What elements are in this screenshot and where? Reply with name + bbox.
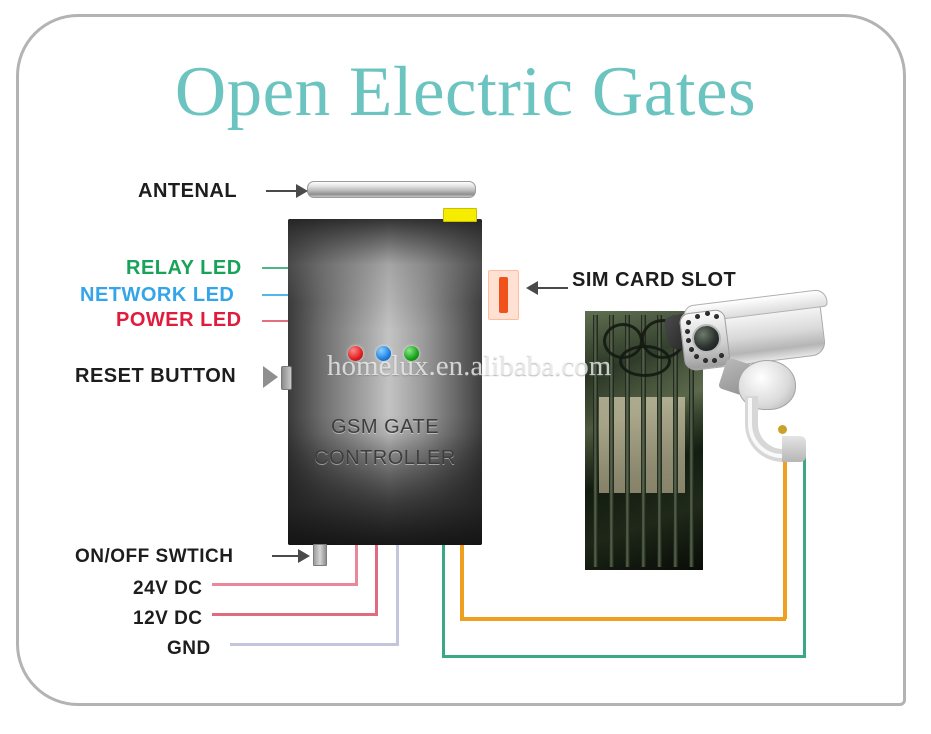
camera-ir-led <box>695 314 700 319</box>
switch-arrow-line <box>272 555 300 557</box>
sim-card-slot[interactable] <box>488 270 519 320</box>
label-on-off-switch: ON/OFF SWTICH <box>75 546 234 567</box>
camera-mount-screw <box>778 425 787 434</box>
page-title: Open Electric Gates <box>174 53 757 131</box>
label-network-led: NETWORK LED <box>80 284 235 306</box>
camera-ir-led <box>719 353 724 358</box>
wire-camera-green-left <box>442 545 445 657</box>
camera-ir-led <box>686 320 691 325</box>
gsm-gate-controller-box: GSM GATE CONTROLLER <box>288 219 482 545</box>
wire-24v-dc-horizontal <box>212 583 358 586</box>
label-sim-card-slot: SIM CARD SLOT <box>572 269 737 291</box>
device-name-line1: GSM GATE <box>330 416 440 438</box>
gate-bar <box>641 315 646 567</box>
on-off-switch-nub[interactable] <box>313 544 327 566</box>
device-name-line2: CONTROLLER <box>314 447 456 469</box>
camera-ir-led <box>705 311 710 316</box>
camera-ir-led <box>694 354 699 359</box>
camera-ir-led <box>686 338 691 343</box>
gate-bar <box>657 315 662 567</box>
wire-gnd-vertical <box>396 545 399 645</box>
wire-camera-orange-bottom <box>460 617 786 621</box>
camera-ir-led <box>712 358 717 363</box>
reset-button-tab[interactable] <box>281 366 292 390</box>
arrow-left-icon <box>526 281 538 295</box>
triangle-right-icon <box>263 366 278 388</box>
network-led-indicator <box>376 346 391 361</box>
antenna <box>307 181 476 198</box>
wire-24v-dc-vertical <box>355 545 358 585</box>
gate-bar <box>593 315 598 567</box>
label-24v-dc: 24V DC <box>133 578 203 599</box>
wire-12v-dc-vertical <box>375 545 378 615</box>
camera-ir-led <box>685 329 690 334</box>
label-relay-led: RELAY LED <box>126 257 242 279</box>
antenal-arrow-line <box>266 190 298 192</box>
relay-led-indicator <box>404 346 419 361</box>
device-name: GSM GATE CONTROLLER <box>288 412 482 474</box>
gate-scrollwork <box>619 345 671 377</box>
sim-arrow-line <box>538 287 568 289</box>
wire-gnd-horizontal <box>230 643 399 646</box>
cctv-camera <box>660 288 875 485</box>
gate-bar <box>689 315 694 567</box>
gate-bar <box>625 315 630 567</box>
wire-camera-green-right <box>803 452 806 657</box>
power-led-indicator <box>348 346 363 361</box>
gate-photo <box>585 311 703 570</box>
gate-bar <box>673 315 678 567</box>
gate-bar <box>609 315 614 567</box>
label-power-led: POWER LED <box>116 309 242 331</box>
wire-12v-dc-horizontal <box>212 613 378 616</box>
label-12v-dc: 12V DC <box>133 608 203 629</box>
antenna-connector-tab <box>443 208 477 222</box>
camera-ir-led <box>714 314 719 319</box>
label-antenal: ANTENAL <box>138 180 238 202</box>
arrow-right-icon <box>298 549 310 563</box>
wire-camera-green-bottom <box>442 655 806 658</box>
label-reset-button: RESET BUTTON <box>75 365 237 387</box>
label-gnd: GND <box>167 638 211 659</box>
wire-camera-orange-right <box>783 452 787 619</box>
camera-ir-led <box>689 347 694 352</box>
box-shading <box>288 219 482 545</box>
camera-mount-foot <box>782 436 806 462</box>
arrow-right-icon <box>296 184 308 198</box>
camera-ir-led <box>703 358 708 363</box>
wire-camera-orange-left <box>460 545 464 619</box>
